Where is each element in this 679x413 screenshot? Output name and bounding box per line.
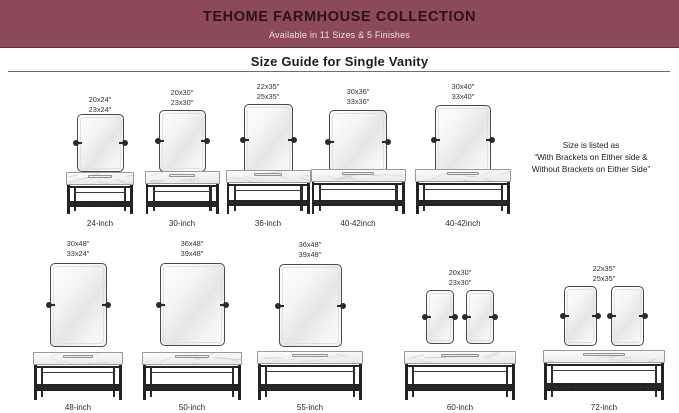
vanity-unit bbox=[543, 350, 665, 400]
mirror-size-with-brackets: 22x35″ bbox=[554, 264, 654, 274]
vanity-top-rail bbox=[544, 364, 664, 366]
mirror-dimension-label: 22x35″25x35″ bbox=[554, 264, 654, 283]
marble-countertop bbox=[543, 350, 665, 363]
mirror-size-without-brackets: 25x35″ bbox=[554, 274, 654, 284]
mirror-pivot-bracket-icon bbox=[642, 313, 648, 319]
vanity-size-label: 72-inch bbox=[554, 403, 654, 412]
vanity-leg bbox=[661, 363, 664, 400]
mirror-left bbox=[564, 286, 597, 346]
vanity-leg bbox=[544, 363, 547, 400]
mirror-pivot-bracket-icon bbox=[595, 313, 601, 319]
sink-basin bbox=[583, 353, 624, 357]
slatted-lower-shelf bbox=[545, 383, 663, 390]
mirror-pivot-bracket-icon bbox=[560, 313, 566, 319]
vanity-rear-rail bbox=[551, 370, 657, 371]
mirror-pivot-bracket-icon bbox=[607, 313, 613, 319]
mirror-right bbox=[611, 286, 644, 346]
vanity-metal-frame bbox=[543, 363, 665, 400]
